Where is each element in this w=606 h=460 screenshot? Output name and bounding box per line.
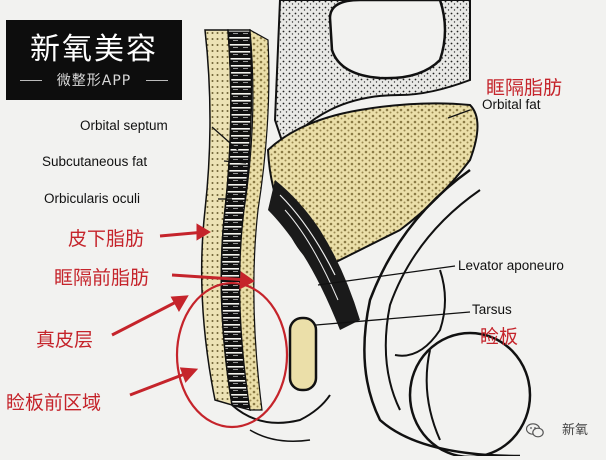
pretarsal-region-circle [175, 281, 289, 429]
cn-label-preseptal-fat: 眶隔前脂肪 [54, 267, 150, 289]
cn-label-pretarsal-region: 睑板前区域 [6, 392, 102, 414]
watermark-text: 新氧 [561, 423, 588, 438]
tarsus-plate [288, 316, 318, 392]
label-subcutaneous-fat: Subcutaneous fat [42, 154, 148, 169]
label-tarsus: Tarsus [472, 302, 512, 317]
wechat-icon [526, 423, 544, 438]
label-orbital-septum: Orbital septum [80, 118, 168, 133]
lid-margin [231, 394, 331, 424]
label-orbital-fat: Orbital fat [482, 97, 541, 112]
cn-label-tarsus: 睑板 [480, 326, 519, 348]
brand-logo: 新氧美容 微整形APP [6, 20, 182, 100]
cn-label-dermis: 真皮层 [36, 329, 94, 351]
arrow-preseptal [171, 273, 249, 282]
label-levator-aponeurosis: Levator aponeuro [458, 258, 564, 273]
logo-subtitle: 微整形APP [56, 73, 132, 89]
arrow-dermis [111, 298, 181, 337]
logo-title: 新氧美容 [30, 32, 158, 67]
cn-label-subcutaneous-fat: 皮下脂肪 [68, 228, 145, 250]
label-orbicularis-oculi: Orbicularis oculi [44, 191, 141, 206]
bone-cavity [328, 0, 447, 80]
cn-label-orbital-fat: 眶隔脂肪 [486, 77, 563, 99]
preseptal-fat-layer [239, 28, 270, 411]
